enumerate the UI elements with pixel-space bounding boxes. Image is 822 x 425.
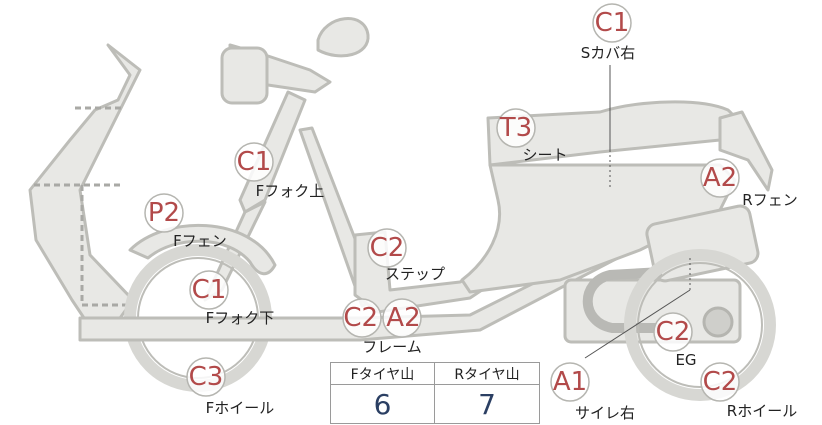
exhaust-pipe	[582, 267, 663, 333]
svg-text:C2: C2	[703, 367, 738, 397]
svg-text:T3: T3	[499, 113, 532, 143]
front-fender	[128, 223, 277, 276]
rear-tread-header: Rタイヤ山	[435, 363, 539, 385]
rear-fender	[718, 110, 774, 192]
marker-f-fork-lower: C1 Fフォク下	[189, 270, 275, 327]
svg-text:Fフェン: Fフェン	[173, 232, 227, 250]
headlight	[220, 46, 269, 105]
front-tread-value: 6	[331, 385, 435, 423]
marker-seat: T3 シート	[496, 108, 568, 164]
svg-text:Sカバ右: Sカバ右	[581, 44, 636, 62]
marker-s-cover-right: C1 Sカバ右	[581, 3, 636, 62]
svg-text:C2: C2	[370, 233, 405, 263]
svg-text:フレーム: フレーム	[362, 338, 422, 356]
tire-tread-table: Fタイヤ山 Rタイヤ山 6 7	[330, 362, 540, 424]
mirror	[316, 17, 370, 58]
marker-r-wheel: C2 Rホイール	[700, 362, 797, 420]
svg-text:P2: P2	[148, 198, 180, 228]
svg-text:サイレ右: サイレ右	[575, 404, 635, 422]
marker-step: C2 ステップ	[367, 228, 445, 283]
front-tread-header: Fタイヤ山	[331, 363, 435, 385]
svg-text:ステップ: ステップ	[385, 265, 445, 283]
svg-text:EG: EG	[675, 351, 696, 369]
marker-muffler-right: A1 サイレ右	[550, 362, 635, 422]
svg-text:C1: C1	[595, 8, 630, 38]
front-leg-shield	[28, 43, 142, 320]
marker-engine: C2 EG	[653, 312, 697, 369]
svg-text:A2: A2	[703, 163, 737, 193]
svg-text:C3: C3	[189, 362, 224, 392]
leader-muffler	[584, 289, 691, 359]
svg-text:Fホイール: Fホイール	[206, 399, 275, 417]
rear-wheel	[624, 249, 776, 401]
marker-f-wheel: C3 Fホイール	[186, 357, 275, 417]
svg-text:シート: シート	[522, 146, 567, 164]
svg-text:A1: A1	[553, 367, 587, 397]
svg-text:Rフェン: Rフェン	[742, 191, 797, 209]
rear-tread-value: 7	[478, 387, 496, 421]
rear-hub	[702, 306, 734, 338]
svg-text:Rホイール: Rホイール	[727, 402, 797, 420]
svg-text:Fフォク下: Fフォク下	[206, 309, 275, 327]
svg-text:C1: C1	[192, 275, 227, 305]
svg-text:C1: C1	[237, 147, 272, 177]
svg-text:C2 A2: C2 A2	[343, 303, 420, 333]
marker-f-fork-upper: C1 Fフォク上	[234, 142, 325, 200]
marker-frame: C2 A2 フレーム	[342, 298, 422, 356]
svg-text:C2: C2	[656, 317, 691, 347]
marker-f-fender: P2 Fフェン	[144, 193, 227, 250]
rear-wheel-rim	[637, 262, 763, 388]
marker-r-fender: A2 Rフェン	[700, 158, 798, 209]
front-panel-dash	[34, 106, 130, 307]
svg-text:Fフォク上: Fフォク上	[256, 182, 325, 200]
